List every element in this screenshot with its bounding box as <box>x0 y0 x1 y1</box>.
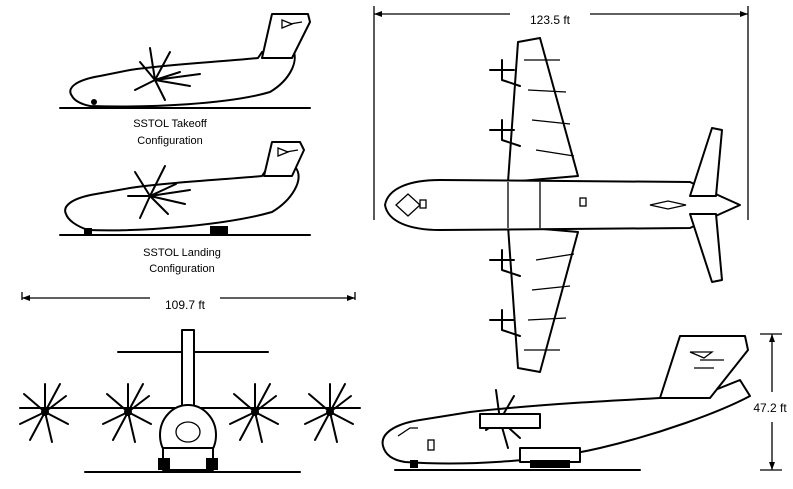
takeoff-label-line1: SSTOL Takeoff <box>133 118 208 130</box>
front-view <box>19 292 361 473</box>
front-span-dimension: 109.7 ft <box>165 298 206 312</box>
landing-label-line2: Configuration <box>149 263 214 275</box>
landing-label-line1: SSTOL Landing <box>143 247 221 259</box>
takeoff-side-view <box>59 13 311 109</box>
propeller-2 <box>102 383 152 443</box>
propeller-1 <box>19 383 69 443</box>
side-view <box>381 333 782 471</box>
landing-side-view <box>59 141 311 236</box>
takeoff-label-line2: Configuration <box>137 135 202 147</box>
top-view <box>373 6 749 373</box>
top-span-dimension: 123.5 ft <box>530 13 571 27</box>
propeller-3 <box>229 383 279 443</box>
side-height-dimension: 47.2 ft <box>753 401 787 415</box>
propeller-4 <box>304 383 354 443</box>
